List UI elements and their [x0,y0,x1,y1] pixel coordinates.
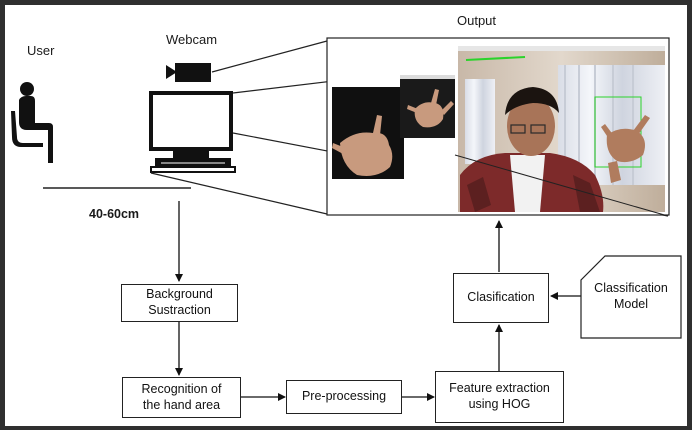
user-icon [11,82,53,163]
flow-arrows [175,201,581,401]
diagram-svg [11,37,682,401]
output-label: Output [457,13,497,28]
output-window [326,37,670,217]
distance-label: 40-60cm [89,207,140,221]
classification-model-label: Classification Model [594,281,668,311]
user-label: User [27,43,55,58]
background-subtraction-box: Background Sustraction [121,284,238,322]
hand-recognition-box: Recognition of the hand area [122,377,241,418]
webcam-label: Webcam [166,32,218,47]
classification-model-shape [580,255,682,339]
monitor-icon [149,91,236,173]
webcam-icon [166,63,211,82]
preprocessing-box: Pre-processing [286,380,402,414]
diagram-canvas: User Webcam Output 40-60cm Background Su… [5,5,687,426]
classification-box: Clasification [453,273,549,323]
feature-extraction-box: Feature extraction using HOG [435,371,564,423]
